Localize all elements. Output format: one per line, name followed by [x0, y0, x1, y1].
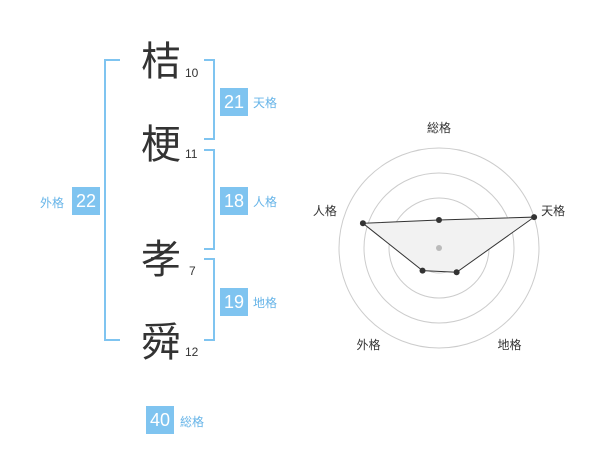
tenkaku-label: 天格	[253, 96, 278, 110]
bracket-lines	[104, 59, 215, 341]
stroke-count-2: 11	[185, 147, 198, 161]
jinkaku-label: 人格	[253, 195, 278, 209]
chikaku-label: 地格	[253, 296, 278, 310]
name-char-3: 孝	[141, 237, 181, 283]
tenkaku-bracket	[204, 59, 215, 140]
radar-point-5	[359, 220, 366, 227]
radar-point-3	[453, 269, 460, 276]
jinkaku-value: 18	[220, 187, 248, 215]
tenkaku-value: 21	[220, 88, 248, 116]
radar-point-1	[436, 217, 442, 223]
name-char-4: 舜	[141, 320, 181, 366]
radar-axis-label-3: 地格	[498, 337, 522, 352]
soukaku-value: 40	[146, 406, 174, 434]
stroke-count-1: 10	[185, 66, 199, 80]
stroke-count-4: 12	[185, 345, 199, 359]
radar-center-dot	[436, 245, 442, 251]
name-char-1: 桔	[141, 39, 181, 85]
radar-axis-label-2: 天格	[541, 203, 565, 218]
radar-axis-label-5: 人格	[313, 203, 337, 218]
jinkaku-bracket	[204, 149, 215, 250]
soukaku-label: 総格	[180, 415, 205, 429]
radar-ring-3	[363, 172, 515, 324]
radar-polygon	[361, 216, 536, 273]
gaikaku-value: 22	[72, 187, 100, 215]
name-char-2: 梗	[141, 122, 181, 168]
gaikaku-label: 外格	[40, 196, 65, 210]
stroke-count-3: 7	[189, 264, 196, 278]
radar-axis-label-4: 外格	[356, 337, 380, 352]
radar-point-2	[531, 214, 538, 221]
chikaku-value: 19	[220, 288, 248, 316]
radar-axis-label-1: 総格	[427, 120, 451, 135]
chikaku-bracket	[204, 258, 215, 341]
gaikaku-bracket	[104, 59, 120, 341]
radar-point-4	[419, 267, 426, 274]
radar-ring-4	[338, 147, 540, 349]
